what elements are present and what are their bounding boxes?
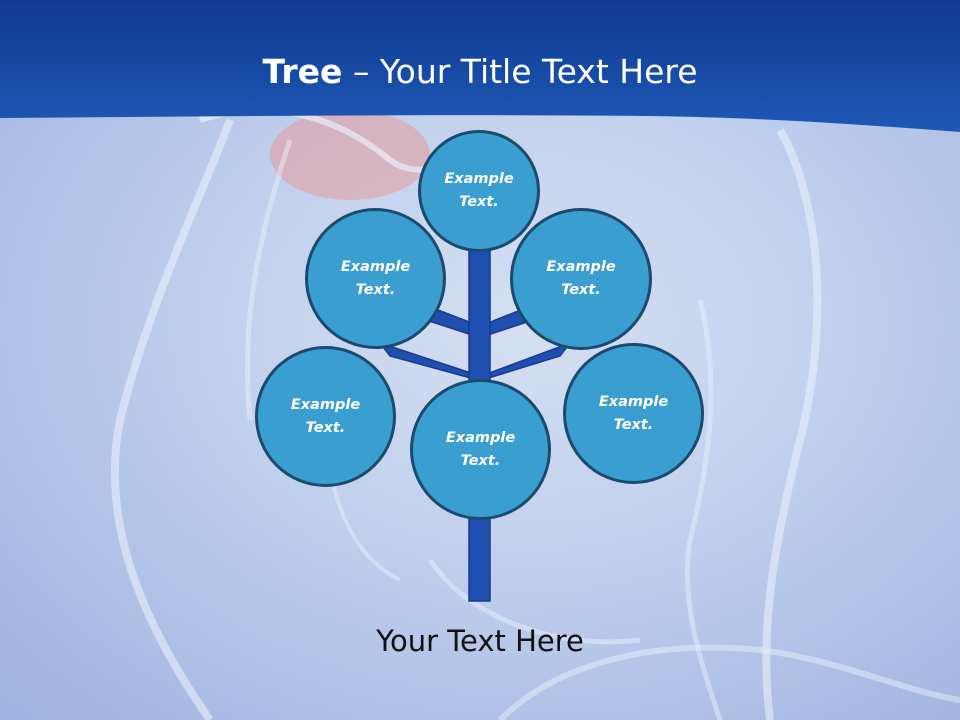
branch-right-lower bbox=[481, 341, 573, 381]
page-title: Tree – Your Title Text Here bbox=[0, 52, 960, 91]
tree-node-lower-right: Example Text. bbox=[563, 343, 704, 484]
header-band bbox=[0, 0, 960, 132]
tree-node-top: Example Text. bbox=[418, 130, 540, 252]
title-bold: Tree bbox=[262, 52, 343, 91]
node-label: Example Text. bbox=[444, 171, 514, 210]
node-label: Example Text. bbox=[340, 258, 411, 298]
tree-node-center: Example Text. bbox=[410, 379, 551, 520]
node-label: Example Text. bbox=[445, 429, 516, 469]
title-dash: – bbox=[342, 52, 380, 91]
node-label: Example Text. bbox=[546, 259, 616, 298]
footer-text: Your Text Here bbox=[376, 624, 584, 658]
node-label: Example Text. bbox=[598, 393, 669, 433]
tree-node-upper-left: Example Text. bbox=[305, 208, 446, 349]
branch-left-lower bbox=[377, 341, 479, 381]
tree-node-lower-left: Example Text. bbox=[255, 346, 396, 487]
title-rest: Your Title Text Here bbox=[379, 52, 698, 91]
node-label: Example Text. bbox=[290, 396, 361, 436]
tree-node-upper-right: Example Text. bbox=[510, 208, 652, 350]
